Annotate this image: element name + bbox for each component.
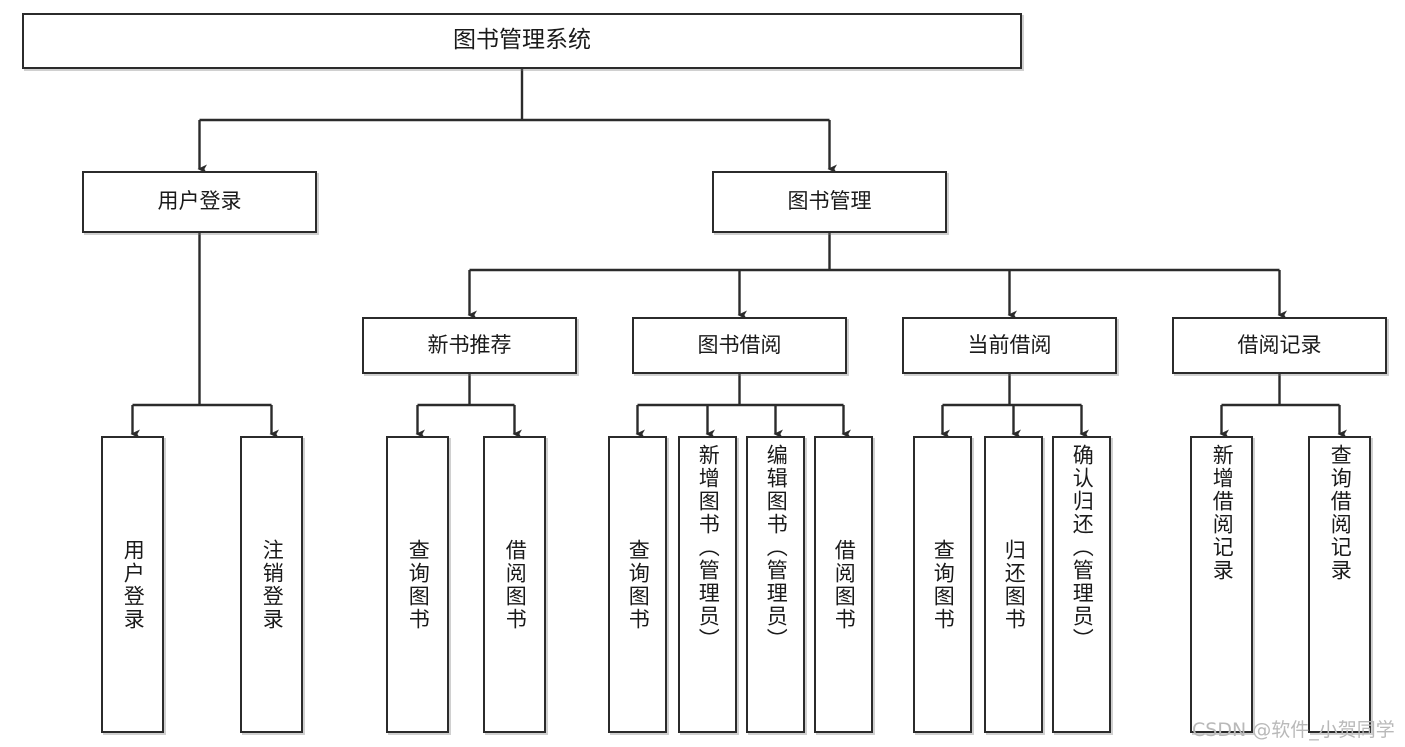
node-label-leaf-user-login: 用户登录 [121,538,146,631]
node-label-book-manage: 图书管理 [787,189,872,214]
node-leaf-user-logout[interactable]: 注销登录 [240,436,303,733]
node-label-leaf-query-book-2: 查询图书 [626,538,651,631]
node-leaf-query-record[interactable]: 查询借阅记录 [1308,436,1371,733]
node-label-leaf-confirm-return: 确认归还（管理员） [1070,444,1095,651]
node-user-login[interactable]: 用户登录 [82,171,317,233]
node-label-leaf-borrow-book-1: 借阅图书 [503,538,528,631]
node-label-leaf-query-book-1: 查询图书 [406,538,431,631]
node-label-leaf-add-record: 新增借阅记录 [1210,444,1235,582]
node-leaf-borrow-book-2[interactable]: 借阅图书 [814,436,873,733]
node-label-leaf-borrow-book-2: 借阅图书 [832,538,857,631]
node-label-new-book-rec: 新书推荐 [427,332,512,357]
node-leaf-confirm-return[interactable]: 确认归还（管理员） [1052,436,1111,733]
node-leaf-add-record[interactable]: 新增借阅记录 [1190,436,1253,733]
node-new-book-rec[interactable]: 新书推荐 [362,317,577,374]
node-label-current-borrow: 当前借阅 [967,332,1052,357]
node-label-borrow-record: 借阅记录 [1237,332,1322,357]
node-label-leaf-edit-book: 编辑图书（管理员） [764,444,789,651]
node-leaf-edit-book[interactable]: 编辑图书（管理员） [746,436,805,733]
node-book-borrow[interactable]: 图书借阅 [632,317,847,374]
node-leaf-add-book[interactable]: 新增图书（管理员） [678,436,737,733]
node-current-borrow[interactable]: 当前借阅 [902,317,1117,374]
connector-group [130,69,1347,439]
node-leaf-query-book-3[interactable]: 查询图书 [913,436,972,733]
node-root[interactable]: 图书管理系统 [22,13,1022,69]
node-label-leaf-user-logout: 注销登录 [260,538,285,631]
node-borrow-record[interactable]: 借阅记录 [1172,317,1387,374]
node-label-leaf-query-record: 查询借阅记录 [1328,444,1353,582]
node-label-leaf-add-book: 新增图书（管理员） [696,444,721,651]
node-leaf-query-book-2[interactable]: 查询图书 [608,436,667,733]
node-label-root: 图书管理系统 [453,27,591,54]
node-book-manage[interactable]: 图书管理 [712,171,947,233]
node-label-book-borrow: 图书借阅 [697,332,782,357]
node-label-user-login: 用户登录 [157,189,242,214]
node-leaf-return-book[interactable]: 归还图书 [984,436,1043,733]
node-leaf-query-book-1[interactable]: 查询图书 [386,436,449,733]
node-label-leaf-query-book-3: 查询图书 [931,538,956,631]
node-leaf-borrow-book-1[interactable]: 借阅图书 [483,436,546,733]
node-leaf-user-login[interactable]: 用户登录 [101,436,164,733]
node-label-leaf-return-book: 归还图书 [1002,538,1027,631]
